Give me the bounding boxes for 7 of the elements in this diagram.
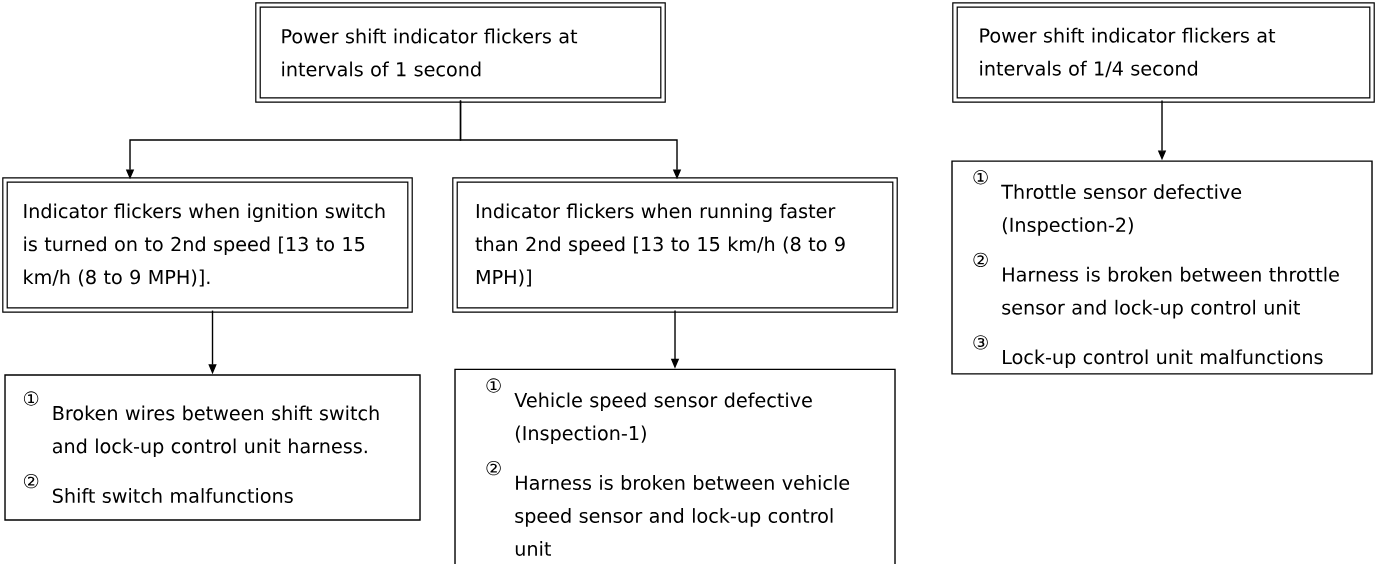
result-box: ① Broken wires between shift switch and lock-up control unit harness. ② Shift switch malfunctions	[4, 374, 421, 521]
condition-box: Power shift indicator flickers at intervals of 1/4 second	[952, 2, 1375, 103]
result-box: ① Vehicle speed sensor defective (Inspection-1) ② Harness is broken between vehicle speed sensor and lock-up control unit	[454, 368, 896, 564]
result-box: ① Throttle sensor defective (Inspection-2) ② Harness is broken between throttle sensor and lock-up control unit ③ Lock-up control unit malfunctions	[951, 160, 1373, 375]
condition-box: Power shift indicator flickers at intervals of 1 second	[255, 2, 666, 103]
condition-box: Indicator flickers when ignition switch is turned on to 2nd speed [13 to 15 km/h (8 to 9 MPH)].	[2, 177, 413, 313]
condition-box: Indicator flickers when running faster than 2nd speed [13 to 15 km/h (8 to 9 MPH)]	[452, 177, 898, 313]
